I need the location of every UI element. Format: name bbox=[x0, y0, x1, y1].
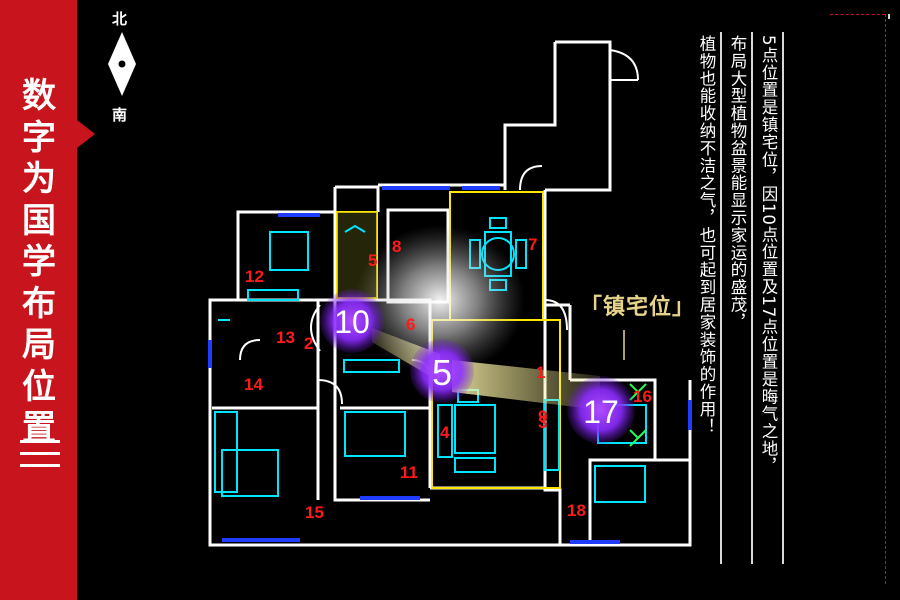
spot-17-label: 17 bbox=[583, 394, 619, 430]
center-glow bbox=[355, 225, 525, 375]
room-number-14: 14 bbox=[244, 375, 263, 394]
room-number-18: 18 bbox=[567, 501, 586, 520]
spot-5-label: 5 bbox=[432, 352, 452, 393]
room-number-1: 1 bbox=[536, 363, 545, 382]
room-number-8: 8 bbox=[392, 237, 401, 256]
room-number-5: 5 bbox=[368, 251, 377, 270]
room-number-3: 3 bbox=[538, 413, 547, 432]
note-column-3: 植物也能收纳不洁之气，也可起到居家装饰的作用！ bbox=[697, 35, 716, 436]
divider-3 bbox=[720, 32, 722, 564]
sidebar-pointer bbox=[77, 120, 95, 148]
spot-17 bbox=[567, 376, 635, 444]
spot-10 bbox=[320, 289, 384, 353]
corner-decor-top bbox=[830, 14, 885, 15]
note-column-1: 5点位置是镇宅位，因10点位置及17点位置是晦气之地， bbox=[759, 35, 778, 475]
plants bbox=[629, 383, 647, 447]
compass-needle-icon bbox=[108, 32, 136, 96]
compass-south-label: 南 bbox=[112, 106, 128, 124]
room-numbers: 1 2 3 4 5 6 7 8 9 11 12 13 14 15 16 18 bbox=[244, 235, 652, 522]
corner-decor-right bbox=[885, 14, 886, 584]
divider-1 bbox=[782, 32, 784, 564]
zhenzhai-label: 「镇宅位」 bbox=[580, 294, 696, 320]
room-number-6: 6 bbox=[406, 315, 415, 334]
room-number-2: 2 bbox=[304, 334, 313, 353]
room-number-12: 12 bbox=[245, 267, 264, 286]
sidebar-panel: 数字为国学布局位置 bbox=[0, 0, 77, 600]
room-number-16: 16 bbox=[633, 387, 652, 406]
divider-2 bbox=[751, 32, 753, 564]
room-number-11: 11 bbox=[400, 463, 418, 482]
windows bbox=[208, 186, 692, 544]
compass-north-label: 北 bbox=[112, 10, 128, 28]
room-number-7: 7 bbox=[528, 235, 537, 254]
room-number-15: 15 bbox=[305, 503, 324, 522]
spot-10-label: 10 bbox=[334, 304, 370, 340]
spot-5 bbox=[410, 339, 474, 403]
beam-right bbox=[452, 360, 600, 410]
note-column-2: 布局大型植物盆景能显示家运的盛茂， bbox=[728, 35, 747, 331]
room-number-4: 4 bbox=[440, 423, 450, 442]
room-number-13: 13 bbox=[276, 328, 295, 347]
room-number-9: 9 bbox=[538, 407, 547, 426]
three-bars-icon bbox=[20, 440, 60, 476]
